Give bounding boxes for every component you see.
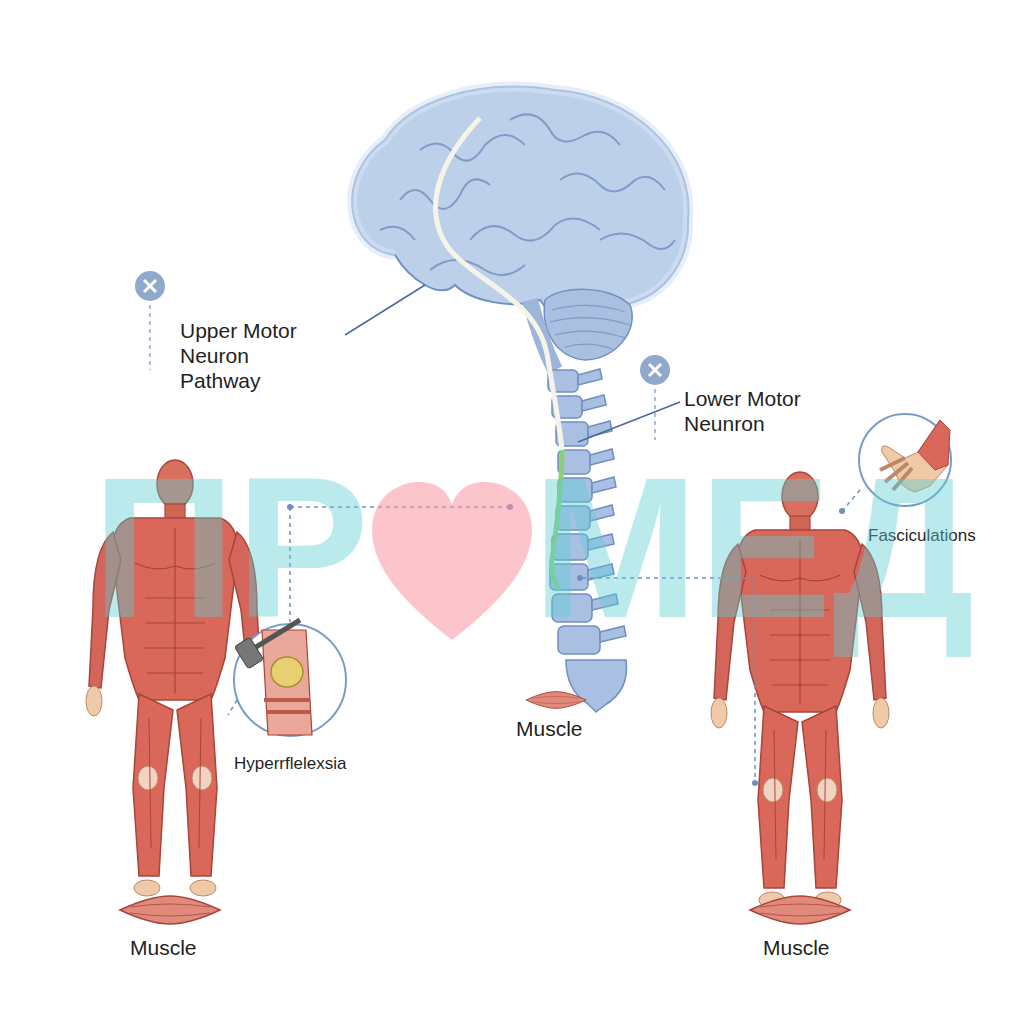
watermark-heart xyxy=(372,482,532,640)
part-label: Muscle xyxy=(763,935,853,960)
sign-label: Hyperrflelexsia xyxy=(234,754,384,774)
part-label: Muscle xyxy=(516,716,606,741)
pathway-label: Lower Motor Neunron xyxy=(684,386,854,436)
watermark: МЕД xyxy=(532,448,974,648)
part-label: Muscle xyxy=(130,935,220,960)
watermark: ПР xyxy=(92,448,369,648)
pathway-label: Upper Motor Neuron Pathway xyxy=(180,318,308,394)
